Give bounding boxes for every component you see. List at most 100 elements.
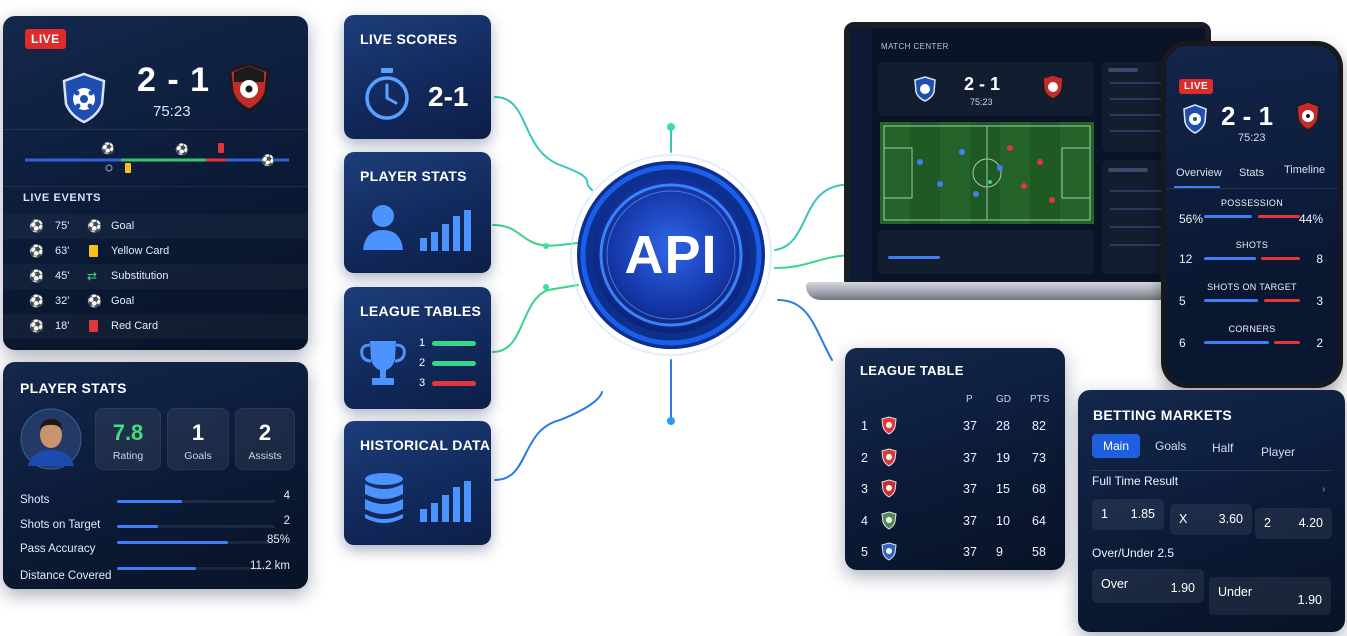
- home-bar: [1204, 341, 1269, 344]
- odds-key: Under: [1218, 585, 1253, 599]
- stat-label: Distance Covered: [20, 570, 112, 582]
- goal-difference: 9: [996, 545, 1003, 559]
- betting-markets-card[interactable]: BETTING MARKETS Main Goals Half Player F…: [1078, 390, 1345, 632]
- points: 68: [1032, 482, 1046, 496]
- player-stat-row: Shots on Target 2: [3, 515, 308, 537]
- team-crest-icon: [881, 447, 897, 467]
- pitch-map: [880, 122, 1094, 224]
- stat-bar: [117, 541, 228, 544]
- away-bar: [1261, 257, 1300, 260]
- phone-stat-row: CORNERS 6 2: [1166, 324, 1338, 364]
- header-points: PTS: [1030, 394, 1050, 405]
- tab-half[interactable]: Half: [1212, 441, 1234, 455]
- phone-match-screen[interactable]: LIVE 2 - 1 75:23 Overview Stats Timeline…: [1166, 46, 1338, 383]
- odds-under[interactable]: Under 1.90: [1209, 577, 1331, 615]
- phone-device: LIVE 2 - 1 75:23 Overview Stats Timeline…: [1161, 41, 1343, 388]
- stat-name: SHOTS ON TARGET: [1207, 282, 1297, 292]
- yellow-card-icon: [89, 245, 98, 257]
- away-bar: [1274, 341, 1300, 344]
- ball-icon: ⚽: [29, 219, 44, 233]
- trophy-icon: [360, 341, 406, 385]
- tab-overview[interactable]: Overview: [1176, 167, 1222, 179]
- home-team-crest-icon: [914, 76, 936, 102]
- points: 73: [1032, 450, 1046, 465]
- odds-value: 1.90: [1297, 593, 1322, 607]
- feature-live-scores[interactable]: LIVE SCORES 2-1: [344, 15, 491, 139]
- league-table-title: LEAGUE TABLE: [860, 363, 964, 378]
- odds-key: X: [1179, 512, 1188, 526]
- api-hub[interactable]: API: [568, 152, 774, 358]
- tab-stats[interactable]: Stats: [1239, 167, 1265, 179]
- feature-player-stats[interactable]: PLAYER STATS: [344, 152, 491, 273]
- event-row[interactable]: ⚽ 75' ⚽ Goal: [3, 214, 308, 239]
- event-minute: 63': [55, 245, 70, 257]
- player-stats-card[interactable]: PLAYER STATS 7.8 Rating 1 Goals 2 Assist…: [3, 362, 308, 589]
- stat-label: Shots on Target: [20, 519, 101, 531]
- live-badge: LIVE: [1179, 79, 1214, 94]
- live-match-card[interactable]: LIVE 2 - 1 75:23 ⚽ ⚽ ⚽ LIVE EVENTS ⚽ 75'…: [3, 16, 308, 350]
- laptop-score-panel: 2 - 1 75:23: [878, 62, 1094, 116]
- goal-difference: 10: [996, 513, 1010, 528]
- api-label: API: [624, 225, 718, 285]
- tab-player[interactable]: Player: [1261, 445, 1296, 459]
- event-minute: 75': [55, 220, 70, 232]
- event-minute: 18': [55, 320, 70, 332]
- tab-main[interactable]: Main: [1092, 434, 1140, 458]
- stat-home: 6: [1179, 336, 1186, 350]
- goal-difference: 28: [996, 419, 1010, 433]
- team-crest-icon: [881, 479, 897, 498]
- red-card-icon: [89, 320, 98, 332]
- feature-title: HISTORICAL DATA: [360, 437, 491, 453]
- ball-icon: ⚽: [29, 269, 44, 283]
- feature-historical-data[interactable]: HISTORICAL DATA: [344, 421, 491, 545]
- assists-label: Assists: [248, 450, 282, 462]
- odds-over[interactable]: Over 1.90: [1092, 569, 1204, 603]
- odds-away[interactable]: 2 4.20: [1255, 508, 1332, 539]
- chevron-right-icon: ›: [1322, 484, 1326, 495]
- event-row[interactable]: ⚽ 63' Yellow Card: [3, 239, 308, 264]
- assists-box: 2 Assists: [235, 408, 295, 470]
- database-icon: [365, 473, 403, 523]
- odds-value: 1.90: [1170, 581, 1195, 595]
- player-stat-row: Distance Covered 11.2 km: [3, 560, 308, 588]
- stat-bar: [117, 500, 182, 503]
- away-team-crest-icon: [228, 62, 270, 112]
- event-row[interactable]: ⚽ 45' ⇄ Substitution: [3, 264, 308, 289]
- rank: 3: [861, 482, 868, 496]
- laptop-match-center[interactable]: MATCH CENTER 2 - 1 75:23: [844, 22, 1211, 290]
- tab-timeline[interactable]: Timeline: [1284, 164, 1326, 176]
- odds-draw[interactable]: X 3.60: [1170, 504, 1252, 535]
- assists-value: 2: [258, 420, 272, 445]
- event-row[interactable]: ⚽ 18' Red Card: [3, 314, 308, 339]
- match-timeline: ⚽ ⚽ ⚽: [25, 142, 289, 173]
- odds-key: 2: [1264, 516, 1271, 530]
- stat-name: POSSESSION: [1220, 198, 1284, 208]
- stat-name: CORNERS: [1228, 324, 1276, 334]
- goal-difference: 19: [996, 450, 1010, 465]
- played: 37: [963, 450, 977, 465]
- phone-clock: 75:23: [1238, 132, 1266, 144]
- svg-text:⚽: ⚽: [260, 154, 275, 167]
- odds-home[interactable]: 1 1.85: [1092, 499, 1164, 530]
- stat-away: 3: [1316, 294, 1323, 308]
- goal-icon: ⚽: [87, 219, 102, 233]
- stat-bar: [117, 567, 196, 570]
- event-row[interactable]: ⚽ 32' ⚽ Goal: [3, 289, 308, 314]
- svg-text:⚽: ⚽: [174, 143, 189, 156]
- tab-goals[interactable]: Goals: [1155, 439, 1187, 453]
- event-type: Goal: [111, 295, 135, 307]
- stopwatch-icon: [365, 68, 409, 120]
- rank-bar-1: [432, 341, 476, 346]
- rank-2: 2: [419, 357, 426, 369]
- player-stat-row: Pass Accuracy 85%: [3, 534, 308, 562]
- laptop-sidebar: [850, 28, 872, 284]
- feature-title: LIVE SCORES: [360, 31, 458, 47]
- match-score: 2 - 1: [137, 61, 211, 99]
- feature-league-tables[interactable]: LEAGUE TABLES 1 2 3: [344, 287, 491, 409]
